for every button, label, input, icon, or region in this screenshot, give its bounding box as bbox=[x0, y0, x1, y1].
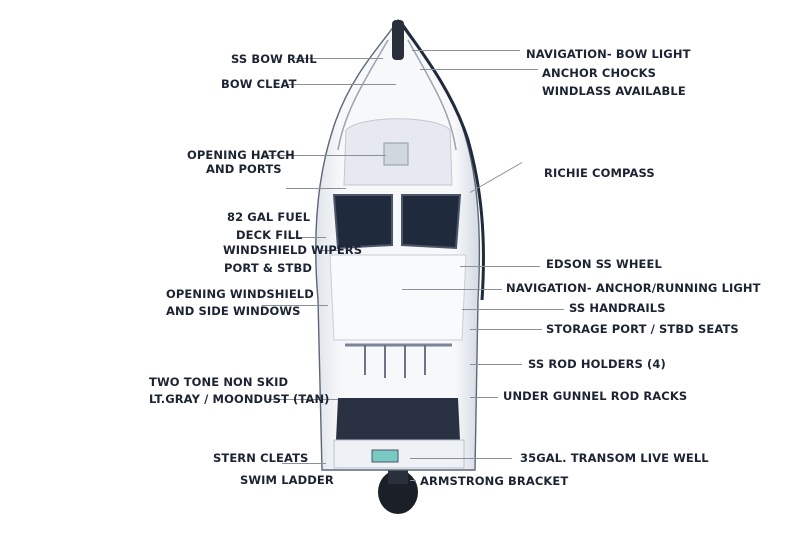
cockpit-floor bbox=[336, 398, 460, 440]
label-storage: STORAGE PORT / STBD SEATS bbox=[546, 322, 739, 336]
bow-rail bbox=[337, 39, 457, 151]
rod-holders bbox=[364, 345, 426, 378]
leader-hatch bbox=[262, 155, 386, 156]
label-bow-cleat: BOW CLEAT bbox=[221, 77, 297, 91]
label-armstrong: ARMSTRONG BRACKET bbox=[420, 474, 569, 488]
leader-armstrong bbox=[410, 480, 416, 481]
label-fuel: 82 GAL FUEL bbox=[227, 210, 311, 224]
leader-live-well bbox=[410, 458, 512, 459]
label-wipers: WINDSHIELD WIPERS bbox=[223, 243, 363, 257]
label-opening-windshield-1: OPENING WINDSHIELD bbox=[166, 287, 314, 301]
leader-handrails bbox=[462, 309, 564, 310]
label-opening-windshield-2: AND SIDE WINDOWS bbox=[166, 304, 301, 318]
outboard-engine bbox=[378, 470, 418, 514]
label-wheel: EDSON SS WHEEL bbox=[546, 257, 662, 271]
leader-rod-racks bbox=[470, 397, 498, 398]
leader-anchor-chocks bbox=[420, 69, 538, 70]
leader-bow-cleat bbox=[286, 84, 396, 85]
label-deck-fill: DECK FILL bbox=[236, 228, 303, 242]
label-opening-hatch-1: OPENING HATCH bbox=[187, 148, 295, 162]
leader-rod-holders bbox=[470, 364, 522, 365]
leader-nav-anchor bbox=[402, 289, 502, 290]
leader-wipers bbox=[318, 250, 338, 251]
leader-deck-fill bbox=[290, 237, 326, 238]
label-anchor-chocks-1: ANCHOR CHOCKS bbox=[542, 66, 656, 80]
label-live-well: 35GAL. TRANSOM LIVE WELL bbox=[520, 451, 709, 465]
leader-bow-rail bbox=[295, 58, 383, 59]
leader-windshield bbox=[262, 305, 328, 306]
console-deck bbox=[329, 254, 467, 341]
label-nav-bow-light: NAVIGATION- BOW LIGHT bbox=[526, 47, 691, 61]
label-handrails: SS HANDRAILS bbox=[569, 301, 666, 315]
label-swim-ladder: SWIM LADDER bbox=[240, 473, 334, 487]
label-rod-racks: UNDER GUNNEL ROD RACKS bbox=[503, 389, 688, 403]
leader-stern-cleats bbox=[282, 463, 326, 464]
hatch bbox=[383, 142, 409, 166]
label-compass: RICHIE COMPASS bbox=[544, 166, 655, 180]
label-non-skid-2: LT.GRAY / MOONDUST (TAN) bbox=[149, 392, 330, 406]
label-stern-cleats: STERN CLEATS bbox=[213, 451, 309, 465]
label-rod-holders: SS ROD HOLDERS (4) bbox=[528, 357, 666, 371]
label-port-stbd: PORT & STBD bbox=[224, 261, 312, 275]
label-nav-anchor: NAVIGATION- ANCHOR/RUNNING LIGHT bbox=[506, 281, 761, 295]
leader-storage bbox=[470, 329, 542, 330]
leader-fuel bbox=[286, 188, 346, 189]
label-non-skid-1: TWO TONE NON SKID bbox=[149, 375, 289, 389]
label-bow-rail: SS BOW RAIL bbox=[231, 52, 317, 66]
leader-nav-bow bbox=[412, 50, 520, 51]
leader-wheel bbox=[460, 266, 540, 267]
windshield bbox=[332, 194, 393, 250]
label-opening-hatch-2: AND PORTS bbox=[206, 162, 282, 176]
leader-non-skid bbox=[268, 399, 338, 400]
label-anchor-chocks-2: WINDLASS AVAILABLE bbox=[542, 84, 686, 98]
